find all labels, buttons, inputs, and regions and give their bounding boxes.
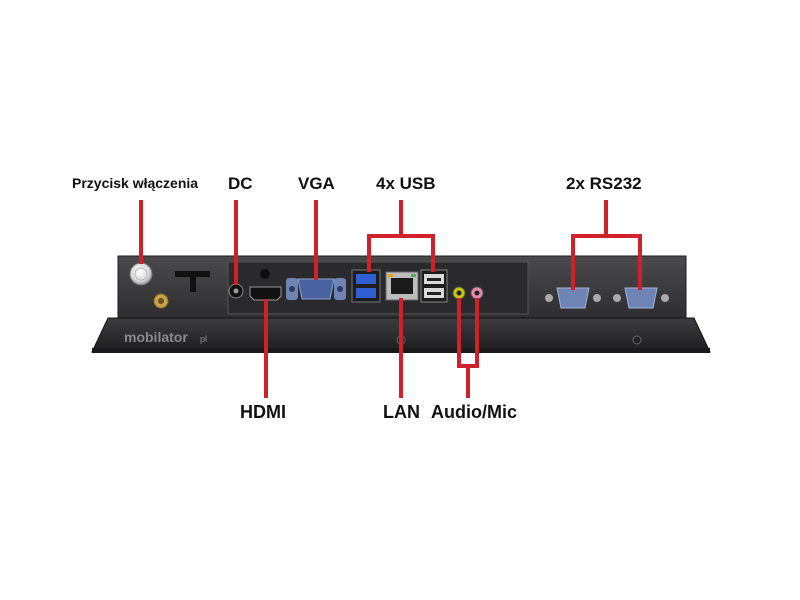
screw-icon xyxy=(632,335,642,345)
power-button[interactable] xyxy=(129,262,153,286)
label-usb: 4x USB xyxy=(376,174,436,193)
usb3-ports xyxy=(351,269,381,303)
rs232-port-2 xyxy=(613,287,669,309)
audio-jack xyxy=(452,286,466,300)
port-hole-icon xyxy=(260,269,270,279)
bracket-icon xyxy=(175,271,210,292)
label-hdmi: HDMI xyxy=(240,402,286,422)
label-lan: LAN xyxy=(383,402,420,422)
hdmi-port xyxy=(249,286,282,301)
label-dc: DC xyxy=(228,174,253,193)
label-power-button: Przycisk włączenia xyxy=(72,175,199,191)
label-vga: VGA xyxy=(298,174,335,193)
usb2-ports xyxy=(420,269,448,303)
pointer-lines xyxy=(139,200,642,398)
label-audio-mic: Audio/Mic xyxy=(431,402,517,422)
lan-port xyxy=(385,271,419,301)
brand-logo: mobilator xyxy=(124,329,188,345)
vga-port xyxy=(286,278,346,300)
mic-jack xyxy=(470,286,484,300)
label-rs232: 2x RS232 xyxy=(566,174,642,193)
dc-jack xyxy=(228,283,244,299)
antenna-connector-icon xyxy=(153,293,169,309)
brand-logo-suffix: pl xyxy=(200,334,207,344)
rs232-port-1 xyxy=(545,287,601,309)
